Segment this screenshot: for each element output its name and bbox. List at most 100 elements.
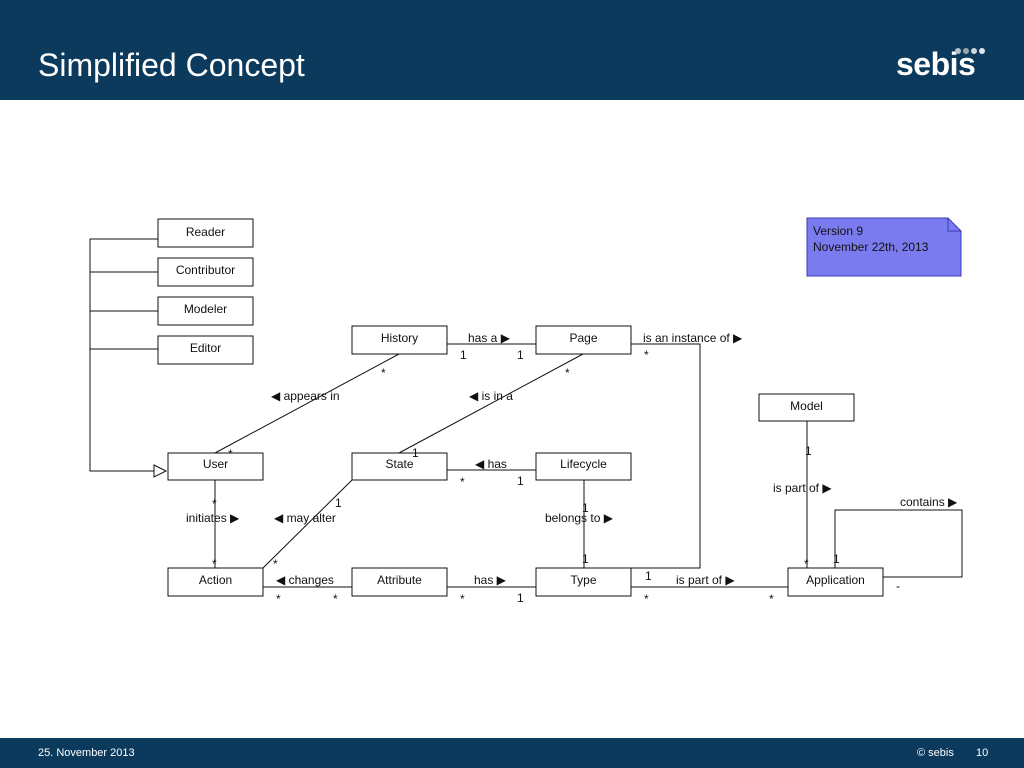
multiplicity: * <box>644 348 649 362</box>
class-name: Application <box>806 573 865 587</box>
footer-date: 25. November 2013 <box>38 747 135 759</box>
logo-dot <box>971 48 977 54</box>
multiplicities: 1 1 * * * * 1 1 * 1 * 1 1 1 * * * 1 1 - … <box>212 348 900 606</box>
class-state[interactable]: State <box>351 452 448 481</box>
label-has-a: has a ▶ <box>468 331 511 345</box>
label-initiates: initiates ▶ <box>186 511 240 525</box>
version-note: Version 9 November 22th, 2013 <box>806 217 962 277</box>
label-attribute-has: has ▶ <box>474 573 507 587</box>
class-name: Model <box>790 399 823 413</box>
multiplicity: 1 <box>517 474 524 488</box>
class-box <box>535 452 632 481</box>
logo-dot <box>979 48 985 54</box>
class-editor[interactable]: Editor <box>157 335 254 365</box>
class-reader[interactable]: Reader <box>157 218 254 248</box>
footer-copyright: © sebis <box>917 747 954 759</box>
multiplicity: 1 <box>582 501 589 515</box>
uml-class-diagram: Version 9 November 22th, 2013 Reader Con… <box>89 217 963 606</box>
class-attribute[interactable]: Attribute <box>351 567 448 597</box>
label-may-alter: ◀ may alter <box>274 511 336 525</box>
multiplicity: * <box>333 592 338 606</box>
multiplicity: 1 <box>645 569 652 583</box>
class-model[interactable]: Model <box>758 393 855 422</box>
multiplicity: * <box>460 475 465 489</box>
class-box <box>351 325 448 355</box>
class-box <box>167 567 264 597</box>
connectors <box>89 238 963 588</box>
multiplicity: 1 <box>412 446 419 460</box>
class-application[interactable]: Application <box>787 567 884 597</box>
multiplicity: * <box>228 447 233 461</box>
label-contains: contains ▶ <box>900 495 958 509</box>
class-box <box>351 567 448 597</box>
class-name: Attribute <box>377 573 422 587</box>
multiplicity: - <box>896 579 900 593</box>
generalization-arrow-icon <box>153 464 168 478</box>
class-box <box>535 325 632 355</box>
label-belongs-to: belongs to ▶ <box>545 511 614 525</box>
multiplicity: * <box>212 497 217 511</box>
multiplicity: * <box>212 557 217 571</box>
class-box <box>351 452 448 481</box>
class-box <box>535 567 632 597</box>
note-date: November 22th, 2013 <box>813 240 929 254</box>
class-page[interactable]: Page <box>535 325 632 355</box>
association-line <box>214 353 400 454</box>
multiplicity: 1 <box>805 444 812 458</box>
note-fold <box>947 218 961 232</box>
association-line <box>631 343 701 569</box>
class-history[interactable]: History <box>351 325 448 355</box>
multiplicity: * <box>644 592 649 606</box>
class-user[interactable]: User <box>167 452 264 481</box>
association-line <box>398 353 584 454</box>
class-box <box>758 393 855 422</box>
class-name: History <box>381 331 418 345</box>
class-boxes: Reader Contributor Modeler Editor Histor… <box>157 218 884 597</box>
class-action[interactable]: Action <box>167 567 264 597</box>
multiplicity: * <box>273 557 278 571</box>
label-is-part-of-model: is part of ▶ <box>773 481 832 495</box>
multiplicity: * <box>565 366 570 380</box>
multiplicity: 1 <box>582 552 589 566</box>
class-lifecycle[interactable]: Lifecycle <box>535 452 632 481</box>
class-name: Editor <box>190 341 221 355</box>
class-name: Page <box>569 331 597 345</box>
multiplicity: * <box>804 557 809 571</box>
class-name: Reader <box>186 225 225 239</box>
class-modeler[interactable]: Modeler <box>157 296 254 326</box>
label-is-in-a: ◀ is in a <box>469 389 513 403</box>
label-state-has: ◀ has <box>475 457 507 471</box>
note-shape <box>806 217 962 277</box>
page-number: 10 <box>976 747 989 759</box>
multiplicity: 1 <box>833 552 840 566</box>
class-name: Lifecycle <box>560 457 607 471</box>
sebis-logo: sebis <box>896 46 976 82</box>
multiplicity: * <box>276 592 281 606</box>
class-box <box>157 257 254 287</box>
slide-header: Simplified Concept sebis <box>0 0 1024 100</box>
class-name: Action <box>199 573 232 587</box>
class-name: Contributor <box>176 263 235 277</box>
class-contributor[interactable]: Contributor <box>157 257 254 287</box>
class-name: Type <box>570 573 596 587</box>
class-box <box>157 218 254 248</box>
slide-footer: 25. November 2013 © sebis 10 <box>0 738 1024 768</box>
class-name: Modeler <box>184 302 227 316</box>
slide-title: Simplified Concept <box>38 47 305 83</box>
association-line <box>834 509 963 578</box>
class-box <box>157 335 254 365</box>
multiplicity: * <box>769 592 774 606</box>
note-version: Version 9 <box>813 224 863 238</box>
multiplicity: 1 <box>517 348 524 362</box>
label-appears-in: ◀ appears in <box>271 389 340 403</box>
class-box <box>157 296 254 326</box>
multiplicity: 1 <box>460 348 467 362</box>
logo-dot <box>955 48 961 54</box>
label-is-part-of-type: is part of ▶ <box>676 573 735 587</box>
class-type[interactable]: Type <box>535 567 632 597</box>
multiplicity: 1 <box>517 591 524 605</box>
association-labels: has a ▶ is an instance of ▶ ◀ appears in… <box>186 331 958 587</box>
generalization-line <box>89 238 158 472</box>
multiplicity: * <box>381 366 386 380</box>
class-name: State <box>385 457 413 471</box>
